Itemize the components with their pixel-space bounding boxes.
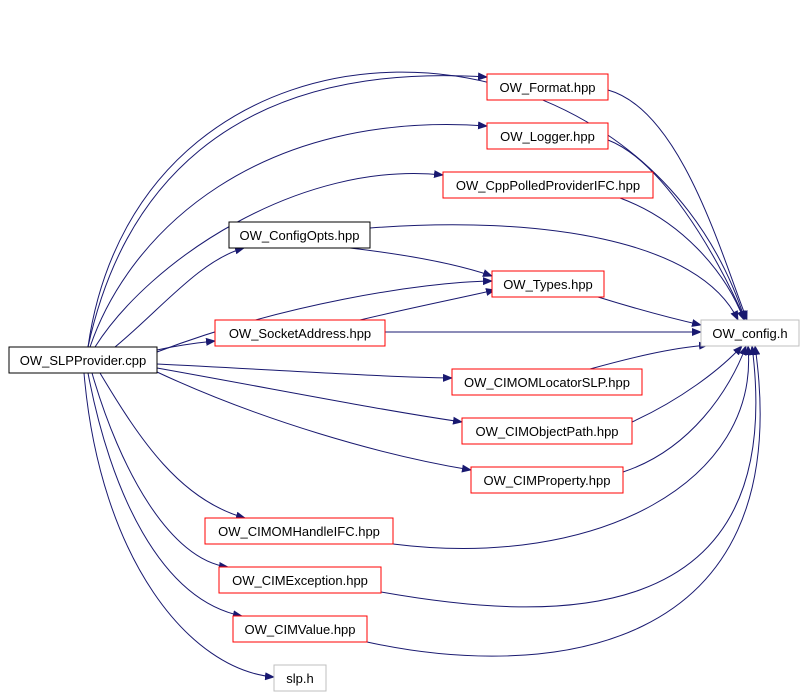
node-box-slp xyxy=(273,664,327,692)
edge-handle-to-config xyxy=(392,345,753,549)
node-logger[interactable]: OW_Logger.hpp xyxy=(486,122,609,150)
edge-root-to-socketAddr xyxy=(156,337,216,351)
node-box-value xyxy=(232,615,368,643)
edge-configOpts-to-config xyxy=(369,224,739,321)
node-label-root: OW_SLPProvider.cpp xyxy=(20,353,146,368)
node-property[interactable]: OW_CIMProperty.hpp xyxy=(470,466,624,494)
edge-property-to-config xyxy=(622,345,747,473)
node-box-logger xyxy=(486,122,609,150)
node-label-types: OW_Types.hpp xyxy=(503,277,593,292)
edge-configOpts-to-types xyxy=(349,247,493,277)
node-box-cppPolled xyxy=(442,171,654,199)
edge-root-to-property xyxy=(156,371,472,473)
node-box-property xyxy=(470,466,624,494)
nodes: OW_SLPProvider.cpp OW_Format.hppOW_Logger… xyxy=(8,73,800,692)
node-configOpts: OW_ConfigOpts.hpp xyxy=(228,221,371,249)
node-label-logger: OW_Logger.hpp xyxy=(500,129,595,144)
edge-format-to-config xyxy=(607,89,748,321)
edge-root-to-format xyxy=(87,72,488,348)
node-box-format xyxy=(486,73,609,101)
node-types[interactable]: OW_Types.hpp xyxy=(491,270,605,298)
node-label-config: OW_config.h xyxy=(712,326,787,341)
node-box-configOpts xyxy=(228,221,371,249)
node-box-root xyxy=(8,346,158,374)
node-objectPath[interactable]: OW_CIMObjectPath.hpp xyxy=(461,417,633,445)
node-label-slp: slp.h xyxy=(286,671,313,686)
edge-logger-to-config xyxy=(607,139,746,321)
edge-cppPolled-to-config xyxy=(619,197,745,321)
node-cppPolled[interactable]: OW_CppPolledProviderIFC.hpp xyxy=(442,171,654,199)
node-box-locator xyxy=(451,368,643,396)
node-label-property: OW_CIMProperty.hpp xyxy=(484,473,611,488)
node-socketAddr[interactable]: OW_SocketAddress.hpp xyxy=(214,319,386,347)
node-label-locator: OW_CIMOMLocatorSLP.hpp xyxy=(464,375,630,390)
node-box-config xyxy=(700,319,800,347)
edge-root-to-value xyxy=(87,372,243,619)
edge-value-to-config xyxy=(366,345,761,657)
node-config: OW_config.h xyxy=(700,319,800,347)
node-label-cppPolled: OW_CppPolledProviderIFC.hpp xyxy=(456,178,640,193)
edge-root-to-locator xyxy=(156,363,453,382)
edge-root-to-objectPath xyxy=(156,367,463,425)
node-box-socketAddr xyxy=(214,319,386,347)
node-label-objectPath: OW_CIMObjectPath.hpp xyxy=(475,424,618,439)
edge-root-to-logger xyxy=(89,121,488,348)
edge-exception-to-config xyxy=(380,345,758,608)
edge-root-to-configOpts xyxy=(114,246,245,348)
node-label-handle: OW_CIMOMHandleIFC.hpp xyxy=(218,524,380,539)
edge-root-to-config xyxy=(87,71,747,348)
node-box-handle xyxy=(204,517,394,545)
node-label-socketAddr: OW_SocketAddress.hpp xyxy=(229,326,371,341)
edge-root-to-slp xyxy=(83,372,275,681)
node-slp: slp.h xyxy=(273,664,327,692)
node-box-objectPath xyxy=(461,417,633,445)
node-exception[interactable]: OW_CIMException.hpp xyxy=(218,566,382,594)
node-label-configOpts: OW_ConfigOpts.hpp xyxy=(240,228,360,243)
node-box-types xyxy=(491,270,605,298)
node-box-exception xyxy=(218,566,382,594)
node-root: OW_SLPProvider.cpp xyxy=(8,346,158,374)
edges xyxy=(83,71,761,681)
edge-types-to-config xyxy=(597,296,702,327)
edge-socketAddr-to-types xyxy=(359,288,496,321)
node-format[interactable]: OW_Format.hpp xyxy=(486,73,609,101)
edge-objectPath-to-config xyxy=(631,345,743,423)
node-handle[interactable]: OW_CIMOMHandleIFC.hpp xyxy=(204,517,394,545)
node-locator[interactable]: OW_CIMOMLocatorSLP.hpp xyxy=(451,368,643,396)
node-label-format: OW_Format.hpp xyxy=(499,80,595,95)
edge-root-to-types xyxy=(156,277,493,353)
node-label-value: OW_CIMValue.hpp xyxy=(244,622,355,637)
edge-root-to-exception xyxy=(91,372,229,570)
edge-locator-to-config xyxy=(589,341,709,370)
node-label-exception: OW_CIMException.hpp xyxy=(232,573,368,588)
node-value[interactable]: OW_CIMValue.hpp xyxy=(232,615,368,643)
edge-root-to-handle xyxy=(99,372,246,520)
